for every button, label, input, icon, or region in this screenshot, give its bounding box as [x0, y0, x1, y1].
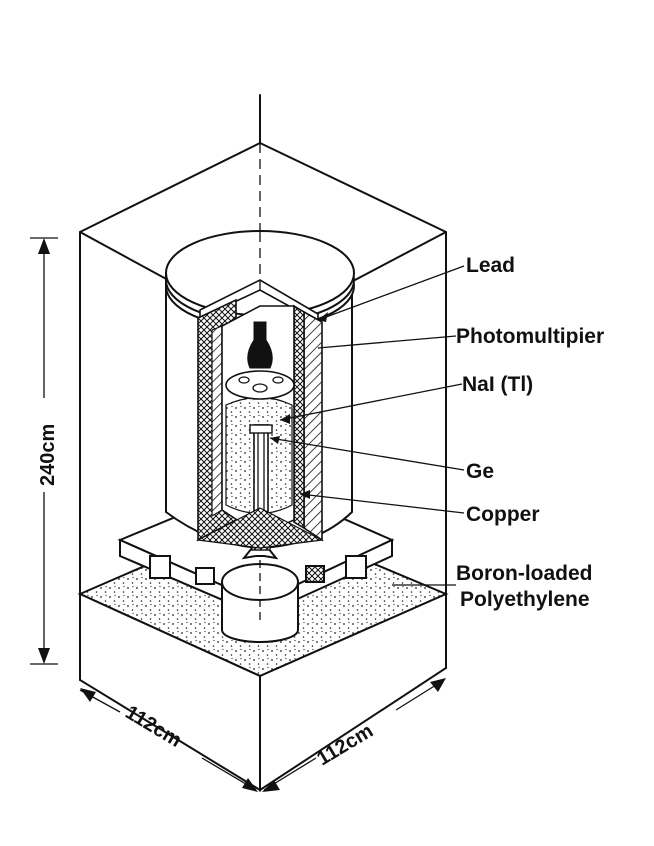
- label-lead: Lead: [466, 254, 515, 277]
- dewar-top: [221, 563, 299, 601]
- pmt-hole-2: [272, 376, 284, 384]
- depth-left-arrow-b: [242, 778, 258, 792]
- pmt-hole-1: [238, 376, 250, 384]
- cutaway: [196, 298, 324, 551]
- label-nai: NaI (Tl): [462, 373, 533, 396]
- labels: Lead Photomultipier NaI (Tl) Ge Copper B…: [456, 254, 604, 611]
- depth-right-arrow-b: [430, 678, 446, 692]
- arrow-nai: [280, 414, 290, 424]
- photomultiplier-tube: [247, 321, 273, 369]
- arrow-ge: [270, 436, 280, 444]
- depth-right-arrow-a: [262, 780, 280, 792]
- leader-nai: [279, 383, 463, 421]
- platform-leg-right: [345, 555, 367, 579]
- label-copper: Copper: [466, 503, 540, 526]
- leader-copper: [299, 493, 465, 514]
- inner-lead-left: [211, 325, 223, 518]
- leader-photomultiplier: [317, 335, 457, 349]
- dewar: [221, 547, 299, 643]
- arrow-copper: [300, 490, 310, 499]
- pmt-plate: [225, 370, 295, 400]
- depth-left-arrow-a: [80, 688, 96, 702]
- leader-lines: [269, 265, 465, 586]
- label-photomultiplier: Photomultipier: [456, 325, 604, 348]
- dimension-height: 240cm: [30, 237, 59, 665]
- ge-cap: [249, 424, 273, 434]
- arrow-lead: [318, 312, 328, 322]
- platform-leg-inner-right: [305, 565, 325, 583]
- label-boron-line2: Polyethylene: [460, 588, 590, 611]
- platform-leg-inner-left: [195, 567, 215, 585]
- pmt-hole-3: [252, 383, 268, 393]
- height-label: 240cm: [37, 424, 59, 486]
- cut-wall-right-lead: [303, 310, 323, 542]
- height-arrow-top: [38, 238, 50, 254]
- height-arrow-bottom: [38, 648, 50, 664]
- label-ge: Ge: [466, 460, 494, 483]
- platform-leg-left: [149, 555, 171, 579]
- label-boron-line1: Boron-loaded: [456, 562, 593, 585]
- leader-ge: [269, 437, 465, 471]
- bottom-shield-cut: [196, 507, 324, 549]
- base-right-face: [259, 592, 447, 792]
- leader-lead: [317, 265, 465, 321]
